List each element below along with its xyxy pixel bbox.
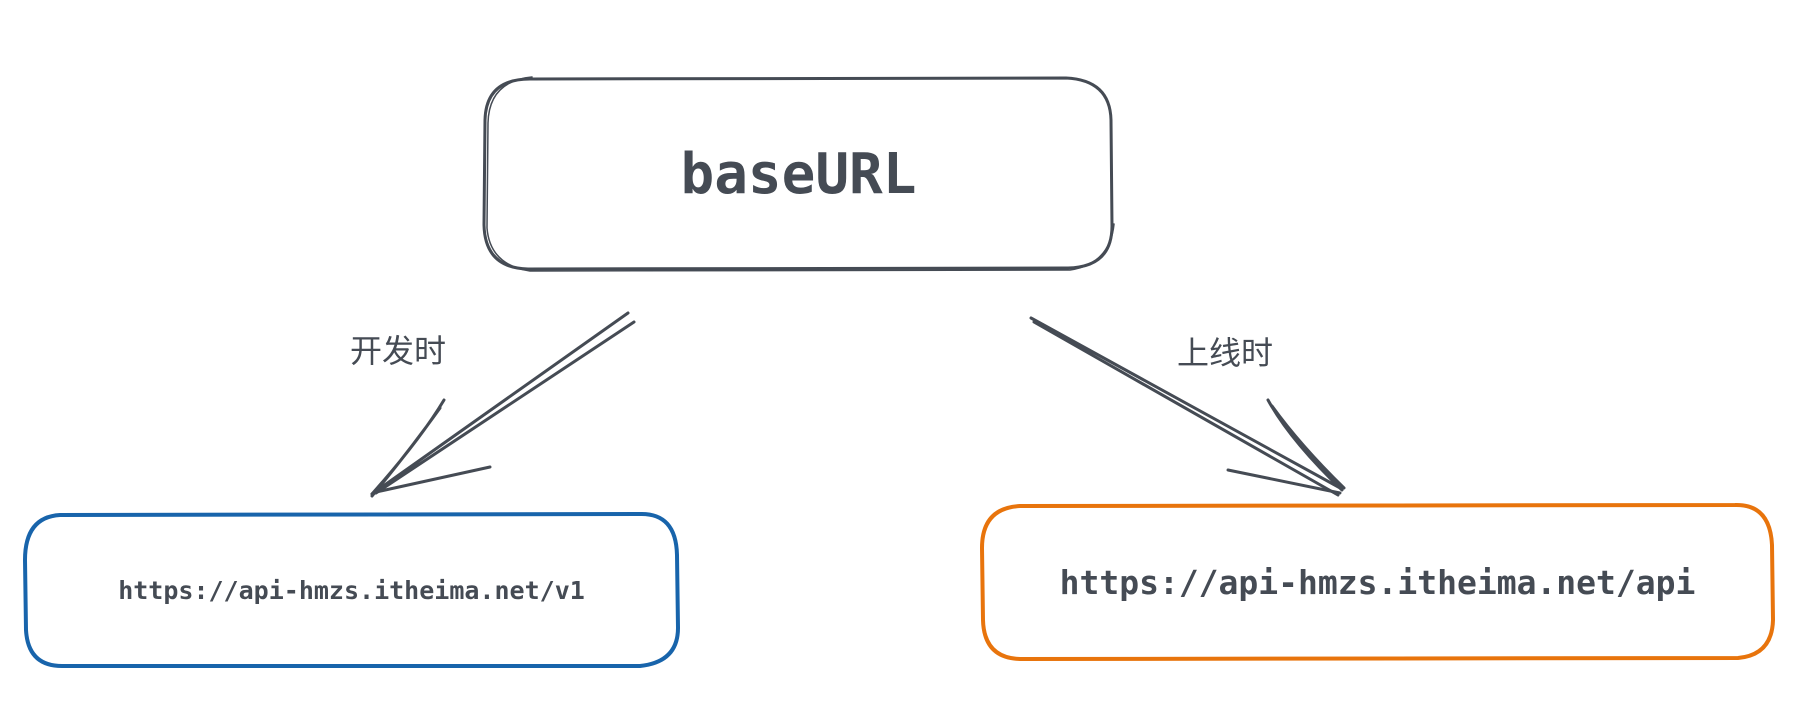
dev-arrowhead-icon — [370, 398, 492, 498]
dev-arrow — [370, 311, 636, 496]
prod-box-border — [979, 502, 1776, 662]
prod-arrowhead-icon — [1226, 398, 1346, 495]
dev-edge-label: 开发时 — [350, 332, 447, 370]
root-node-label: baseURL — [680, 141, 917, 207]
dev-box-border — [22, 511, 681, 668]
prod-edge-label: 上线时 — [1177, 334, 1274, 372]
prod-arrow — [1029, 316, 1344, 497]
dev-url-node: https://api-hmzs.itheima.net/v1 — [118, 576, 585, 605]
root-box-border — [482, 76, 1114, 271]
prod-url-node: https://api-hmzs.itheima.net/api — [1059, 563, 1696, 602]
